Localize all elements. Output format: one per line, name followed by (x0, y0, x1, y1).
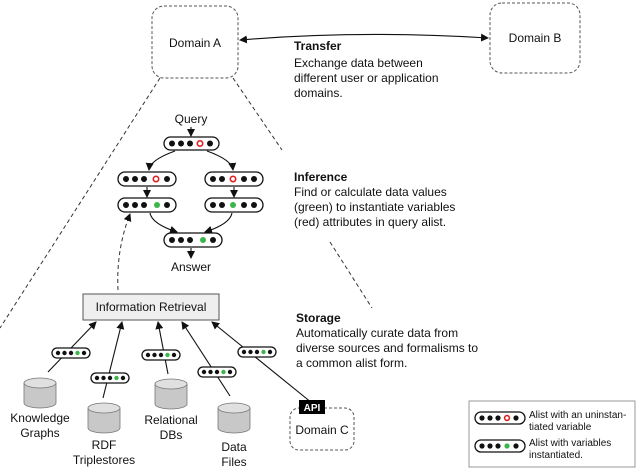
inference-line-3: (red) attributes in query alist. (294, 215, 446, 229)
branch-arrow-right (206, 150, 237, 171)
rel-label-1: Relational (144, 413, 197, 427)
alist-rdf (90, 372, 130, 384)
kg-label-1: Knowledge (10, 411, 70, 425)
information-retrieval-box (82, 293, 220, 321)
inference-title: Inference (294, 170, 348, 184)
alist-right-query (204, 171, 264, 187)
alist-files (197, 366, 237, 378)
legend-uninstantiated-line-2: tiated variable (529, 422, 592, 433)
domain-b-label: Domain B (509, 31, 562, 45)
storage-line-3: a common alist form. (296, 356, 407, 370)
transfer-arrow (239, 33, 489, 44)
alist-rel (141, 349, 181, 361)
legend-instantiated-line-2: instantiated. (529, 450, 583, 461)
merge-arrow-right (204, 212, 233, 234)
alist-left-instantiated (117, 197, 177, 213)
storage-line-2: diverse sources and formalisms to (296, 341, 478, 355)
alist-answer (163, 232, 223, 248)
inference-line-1: Find or calculate data values (294, 185, 447, 199)
files-label-1: Data (221, 440, 247, 454)
alist-query (163, 136, 220, 151)
alist-left-query (117, 171, 177, 187)
storage-title: Storage (296, 311, 341, 325)
query-label: Query (175, 112, 208, 126)
storage-line-1: Automatically curate data from (296, 326, 458, 340)
rdf-label-1: RDF (92, 438, 117, 452)
api-badge-label: API (304, 403, 321, 414)
rdf-triplestores-db-icon (87, 402, 121, 434)
branch-arrow-left (145, 150, 176, 171)
zoom-line-right-lower (329, 241, 373, 309)
data-files-db-icon (217, 402, 251, 434)
alist-right-instantiated (204, 197, 264, 213)
inference-line-2: (green) to instantiate variables (294, 200, 455, 214)
answer-label: Answer (171, 260, 211, 274)
rel-to-ir-arrow (155, 321, 169, 375)
api-badge (299, 400, 325, 414)
files-to-ir-arrow (181, 321, 231, 397)
domain-c-label: Domain C (295, 423, 349, 437)
alist-kg (51, 347, 91, 359)
legend-uninstantiated-line-1: Alist with an uninstan- (529, 410, 626, 421)
retrieval-to-inference-arrow (117, 213, 132, 291)
legend-alist-uninstantiated (474, 411, 526, 425)
kg-label-2: Graphs (20, 426, 59, 440)
legend-alist-instantiated (474, 439, 526, 453)
domainc-to-ir-arrow (211, 321, 313, 404)
transfer-line-2: different user or application (294, 71, 439, 85)
knowledge-graphs-db-icon (23, 377, 57, 409)
domain-a-label: Domain A (169, 36, 221, 50)
merge-arrow-left (149, 212, 178, 234)
transfer-line-3: domains. (294, 86, 343, 100)
transfer-title: Transfer (294, 39, 342, 53)
domain-a-box (151, 5, 239, 79)
files-label-2: Files (221, 455, 246, 469)
legend-instantiated-line-1: Alist with variables (529, 438, 611, 449)
rdf-to-ir-arrow (102, 321, 125, 399)
rdf-label-2: Triplestores (73, 453, 135, 467)
alist-domain-c (237, 346, 277, 358)
zoom-line-right-upper (232, 77, 283, 151)
domain-b-box (489, 2, 581, 74)
zoom-line-left (0, 77, 161, 329)
kg-to-ir-arrow (47, 321, 97, 373)
information-retrieval-label: Information Retrieval (96, 300, 207, 314)
rel-label-2: DBs (160, 428, 183, 442)
relational-dbs-db-icon (154, 378, 188, 410)
transfer-line-1: Exchange data between (294, 56, 423, 70)
